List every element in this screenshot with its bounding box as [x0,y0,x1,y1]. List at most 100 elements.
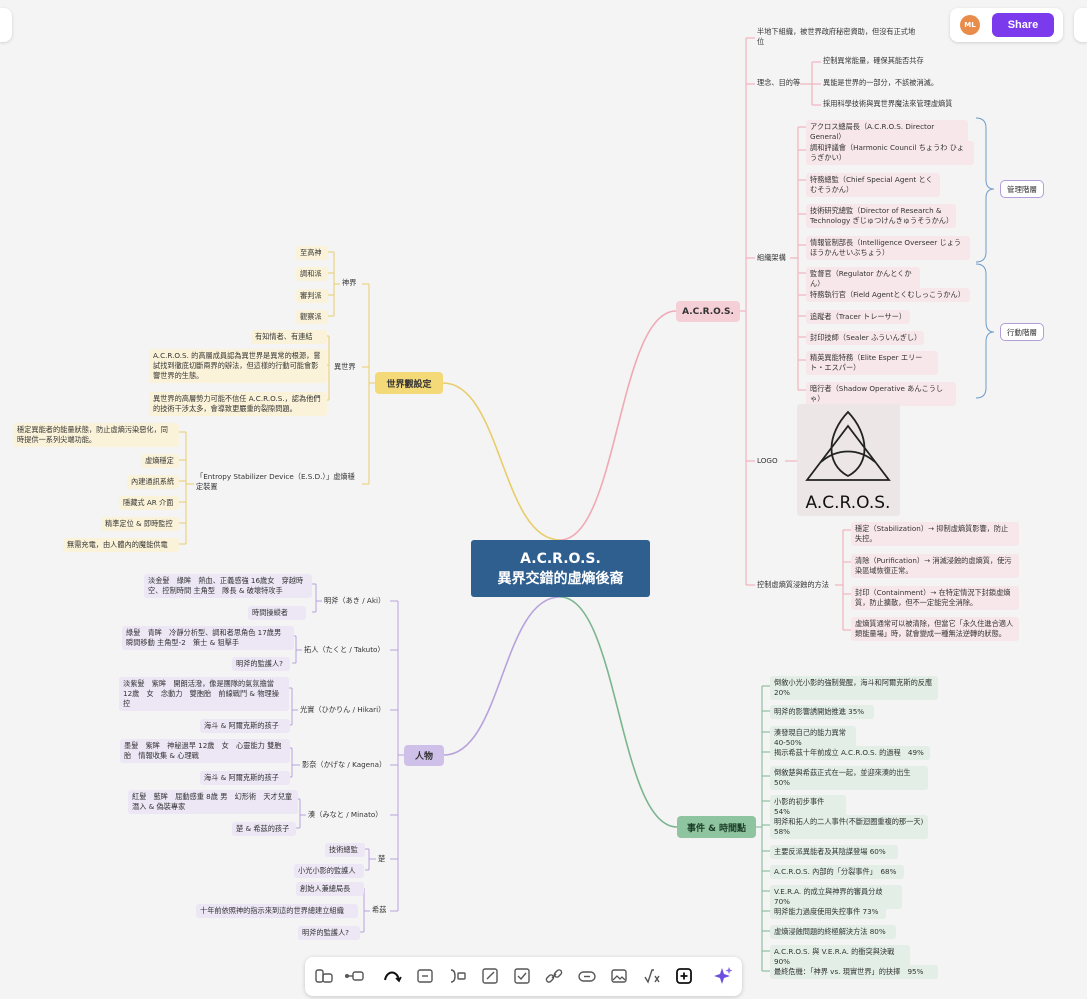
event-item[interactable]: 明斧的影響誘開始推進 35% [770,705,874,719]
char-name-hiz[interactable]: 希茲 [372,905,387,914]
philosophy-item[interactable]: 異能是世界的一部分，不該被消滅。 [823,78,939,87]
event-item[interactable]: 明斧能力過度使用失控事件 73% [770,905,886,919]
char-detail[interactable]: 紅髮 藍眸 屈動感重 8歲 男 幻形術 天才兒童 潛入 & 偽裝專家 [128,790,298,814]
method-item[interactable]: 穩定（Stabilization）→ 抑制虛熵質影響，防止失控。 [851,522,1019,546]
management-item[interactable]: 特務總監（Chief Special Agent とくむそうかん） [806,173,940,197]
summary-action[interactable]: 行動階層 [1000,323,1044,341]
boundary-icon[interactable] [446,965,468,987]
char-detail[interactable]: 綠髮 青眸 冷靜分析型、調和者思角色 17歲男 瞬間移動 主角型-2 策士 & … [122,626,294,650]
world-gods-label[interactable]: 神界 [342,278,357,287]
char-detail[interactable]: 淡紫髮 紫眸 開朗活潑，像是團隊的氣氛擔當 12歲 女 念動力 雙胞胎 前線戰鬥… [119,677,289,711]
method-item[interactable]: 封印（Containment）→ 在特定情況下封鎖虛熵質，防止擴散，但不一定能完… [851,586,1019,610]
image-icon[interactable] [608,965,630,987]
sibling-node-icon[interactable] [343,965,365,987]
char-name-aki[interactable]: 明斧（あき / Aki） [324,596,386,605]
event-item[interactable]: 倒敘楚與希茲正式在一起，並迎來湊的出生 50% [770,766,928,790]
char-name-chu[interactable]: 楚 [378,854,386,863]
event-item[interactable]: 最終危機：「神界 vs. 現實世界」的抉擇 95% [770,965,938,979]
action-item[interactable]: 特務執行官（Field Agentとくむしっこうかん） [806,288,970,302]
connector-icon[interactable] [381,965,403,987]
action-item[interactable]: 精英異能特務（Elite Esper エリート・エスパー） [806,351,938,375]
char-detail[interactable]: 十年前依照神的指示來到這的世界總建立組織 [196,904,358,918]
char-name-kagena[interactable]: 影奈（かげな / Kagena） [302,760,387,769]
share-button[interactable]: Share [992,13,1054,37]
char-detail[interactable]: 海斗 & 阿爾克斯的孩子 [200,771,290,785]
char-detail[interactable]: 淡金髮 綠眸 熱血、正義感強 16歲女 穿越時空、控制時間 主角型 隊長 & 破… [144,574,312,598]
acros-methods-label[interactable]: 控制虛熵質浸蝕的方法 [757,580,829,589]
gods-item[interactable]: 至高神 [296,246,328,260]
esd-item[interactable]: 內建通訊系統 [127,475,179,489]
method-item[interactable]: 虛熵質通常可以被清除，但當它「永久住進合適人類能量場」時，就會變成一種無法逆轉的… [851,617,1019,641]
action-item[interactable]: 監督官（Regulator かんとくかん） [806,267,920,291]
char-name-takuto[interactable]: 拓人（たくと / Takuto） [304,645,385,654]
esd-item[interactable]: 穩定異能者的能量狀態，防止虛熵污染惡化，同時提供一系列尖端功能。 [13,423,179,447]
action-item[interactable]: 封印技師（Sealer ふういんぎし） [806,331,924,345]
char-detail[interactable]: 明斧的監護人? [298,926,360,940]
link-icon[interactable] [543,965,565,987]
insert-icon[interactable] [673,965,695,987]
char-name-minato[interactable]: 湊（みなと / Minato） [308,810,383,819]
gods-item[interactable]: 調和派 [296,267,328,281]
connector-line [442,382,561,541]
char-detail[interactable]: 墨髮 紫眸 神秘過早 12歲 女 心靈能力 雙胞胎 情報收集 & 心理戰 [120,739,290,763]
summary-icon[interactable] [414,965,436,987]
gods-item[interactable]: 審判派 [296,289,328,303]
esd-item[interactable]: 精準定位 & 即時監控 [101,517,179,531]
right-panel-button[interactable] [1074,8,1087,42]
acros-philosophy-label[interactable]: 理念、目的等 [757,78,801,87]
esd-item[interactable]: 隱藏式 AR 介面 [119,496,179,510]
char-detail[interactable]: 時間操縱者 [248,606,306,620]
branch-events[interactable]: 事件 & 時間點 [677,816,756,838]
char-detail[interactable]: 海斗 & 阿爾克斯的孩子 [200,719,290,733]
otherworld-item[interactable]: A.C.R.O.S. 的高層成員認為異世界是異常的根源，嘗試找到徹底切斷兩界的辦… [149,349,327,383]
otherworld-item[interactable]: 有知情者、有連結 [251,330,327,344]
otherworld-item[interactable]: 異世界的高層勢力可能不信任 A.C.R.O.S.，認為他們的技術干涉太多，會導致… [149,392,327,416]
management-item[interactable]: 情報管制部長（Intelligence Overseer じょうほうかんせいぶち… [806,236,970,260]
note-icon[interactable] [479,965,501,987]
gods-item[interactable]: 觀察派 [296,310,328,324]
management-item[interactable]: アクロス總局長（A.C.R.O.S. Director General） [806,120,968,144]
event-item[interactable]: 揭示希茲十年前成立 A.C.R.O.S. 的過程 49% [770,746,930,760]
ai-sparkle-icon[interactable] [712,965,734,987]
management-item[interactable]: 技術研究總監（Director of Research & Technology… [806,204,956,228]
branch-people[interactable]: 人物 [404,745,444,766]
acros-intro[interactable]: 半地下組織，被世界政府秘密資助，但沒有正式地位 [757,27,916,46]
world-esd-label[interactable]: 「Entropy Stabilizer Device（E.S.D.）」虛熵穩定裝… [196,472,355,491]
acros-logo-label[interactable]: LOGO [757,456,778,465]
branch-world[interactable]: 世界觀設定 [375,372,443,394]
connector-line [362,283,370,485]
action-item[interactable]: 暗行者（Shadow Operative あんこうしゃ） [806,382,956,406]
philosophy-item[interactable]: 採用科學技術與異世界魔法來管理虛熵質 [823,99,953,108]
management-item[interactable]: 調和評議會（Harmonic Council ちょうわ ひょうぎかい） [806,141,974,165]
left-panel-button[interactable] [0,8,12,42]
root-node[interactable]: A.C.R.O.S. 異界交錯的虛熵後裔 [471,540,650,597]
summary-management[interactable]: 管理階層 [1000,180,1044,198]
event-item[interactable]: 明斧和拓人的二人事件(不斷迴圈重複的那一天) 58% [770,815,928,839]
char-name-hikari[interactable]: 光實（ひかりん / Hikari） [300,705,386,714]
char-detail[interactable]: 技術總監 [325,843,365,857]
esd-item[interactable]: 虛熵穩定 [141,454,179,468]
char-detail[interactable]: 楚 & 希茲的孩子 [232,822,296,836]
char-detail[interactable]: 創始人兼總局長 [296,882,364,896]
philosophy-item[interactable]: 控制異常能量，確保其能否共存 [823,56,924,65]
avatar[interactable]: ML [960,15,980,35]
acros-logo-image[interactable]: A.C.R.O.S. [797,404,900,516]
esd-item[interactable]: 無需充電，由人體內的魔能供電 [63,538,179,552]
event-item[interactable]: 倒敘小光小影的強制覺醒，海斗和阿爾克斯的反應 20% [770,676,938,700]
child-node-icon[interactable] [313,965,335,987]
method-item[interactable]: 清除（Purification）→ 消滅浸蝕的虛熵質，使污染區域恢復正常。 [851,554,1019,578]
world-otherworld-label[interactable]: 異世界 [334,362,356,371]
event-item[interactable]: A.C.R.O.S. 內部的「分裂事件」 68% [770,865,904,879]
char-detail[interactable]: 小光小影的監護人 [294,864,364,878]
acros-org-label[interactable]: 組織架構 [757,253,786,262]
comment-icon[interactable] [576,965,598,987]
branch-acros[interactable]: A.C.R.O.S. [676,301,740,322]
action-item[interactable]: 追蹤者（Tracer トレーサー） [806,310,910,324]
task-icon[interactable] [511,965,533,987]
formula-icon[interactable] [641,965,663,987]
event-item[interactable]: 虛熵浸蝕問題的終極解決方法 80% [770,925,896,939]
char-detail[interactable]: 明斧的監護人? [232,657,290,671]
connector-line [327,335,330,401]
event-item[interactable]: 主要反派異能者及其陰謀登場 60% [770,845,898,859]
